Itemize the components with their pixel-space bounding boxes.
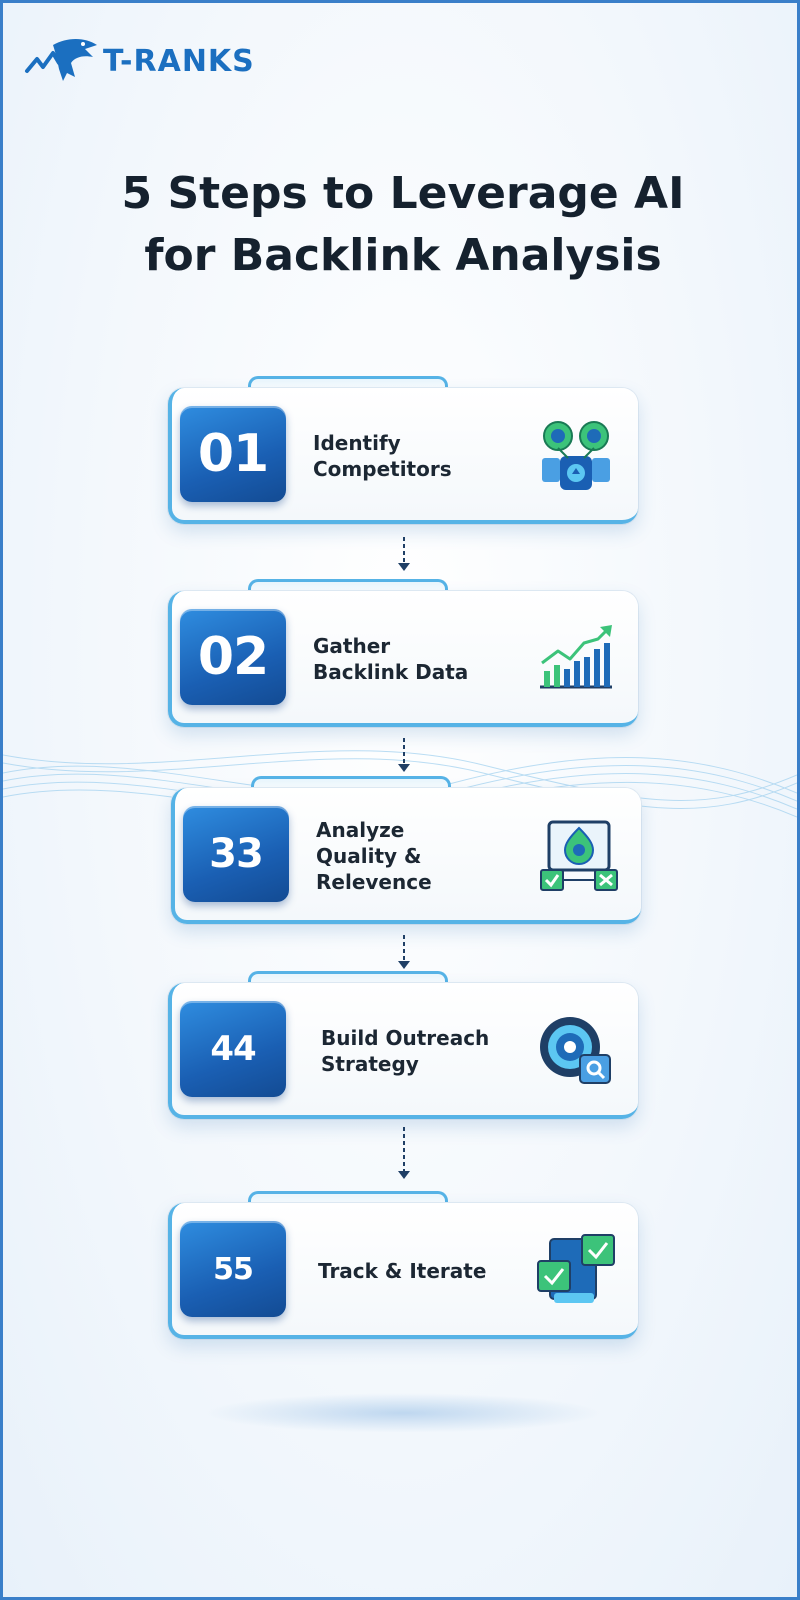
step-tab — [251, 776, 451, 790]
step-label: Identify Competitors — [313, 388, 523, 524]
quality-check-icon — [540, 820, 618, 891]
brand-name: T-RANKS — [103, 43, 255, 79]
step-number-badge: 01 — [180, 406, 286, 502]
title-line-1: 5 Steps to Leverage AI — [121, 168, 685, 219]
step-tab — [248, 579, 448, 593]
step-number-badge: 02 — [180, 609, 286, 705]
page-title: 5 Steps to Leverage AI for Backlink Anal… — [3, 163, 797, 287]
step-connector-arrow — [398, 537, 410, 571]
step-connector-arrow — [398, 738, 410, 772]
step-number-badge: 33 — [183, 806, 289, 902]
bottom-glow — [203, 1393, 603, 1433]
step-label-line: Analyze — [316, 818, 405, 842]
step-connector-arrow — [398, 1127, 410, 1179]
step-label-line: Identify — [313, 431, 401, 455]
step-label-line: Backlink Data — [313, 660, 469, 684]
step-label-line: Quality & — [316, 844, 422, 868]
step-label-line: Strategy — [321, 1052, 419, 1076]
step-card-3: 33 Analyze Quality & Relevence — [171, 776, 641, 924]
step-label: Track & Iterate — [318, 1203, 538, 1339]
step-tab — [248, 971, 448, 985]
step-label: Gather Backlink Data — [313, 591, 523, 727]
title-line-2: for Backlink Analysis — [144, 230, 662, 281]
shark-logo-icon — [25, 39, 97, 81]
step-label-line: Build Outreach — [321, 1026, 490, 1050]
step-label-line: Track & Iterate — [318, 1259, 487, 1283]
competitors-icon — [542, 421, 610, 490]
brand-logo: T-RANKS — [23, 33, 255, 89]
step-label: Analyze Quality & Relevence — [316, 788, 526, 924]
growth-chart-icon — [540, 625, 612, 689]
target-search-icon — [540, 1017, 611, 1084]
step-card-4: 44 Build Outreach Strategy — [168, 971, 638, 1119]
step-label-line: Relevence — [316, 870, 432, 894]
step-label: Build Outreach Strategy — [321, 983, 531, 1119]
step-label-line: Gather — [313, 634, 391, 658]
track-checklist-icon — [537, 1234, 615, 1303]
step-connector-arrow — [398, 935, 410, 969]
step-card-1: 01 Identify Competitors — [168, 376, 638, 524]
step-tab — [248, 376, 448, 390]
step-card-5: 55 Track & Iterate — [168, 1191, 638, 1339]
step-card-2: 02 Gather Backlink Data — [168, 579, 638, 727]
step-label-line: Competitors — [313, 457, 452, 481]
step-number-badge: 44 — [180, 1001, 286, 1097]
step-number-badge: 55 — [180, 1221, 286, 1317]
step-tab — [248, 1191, 448, 1205]
